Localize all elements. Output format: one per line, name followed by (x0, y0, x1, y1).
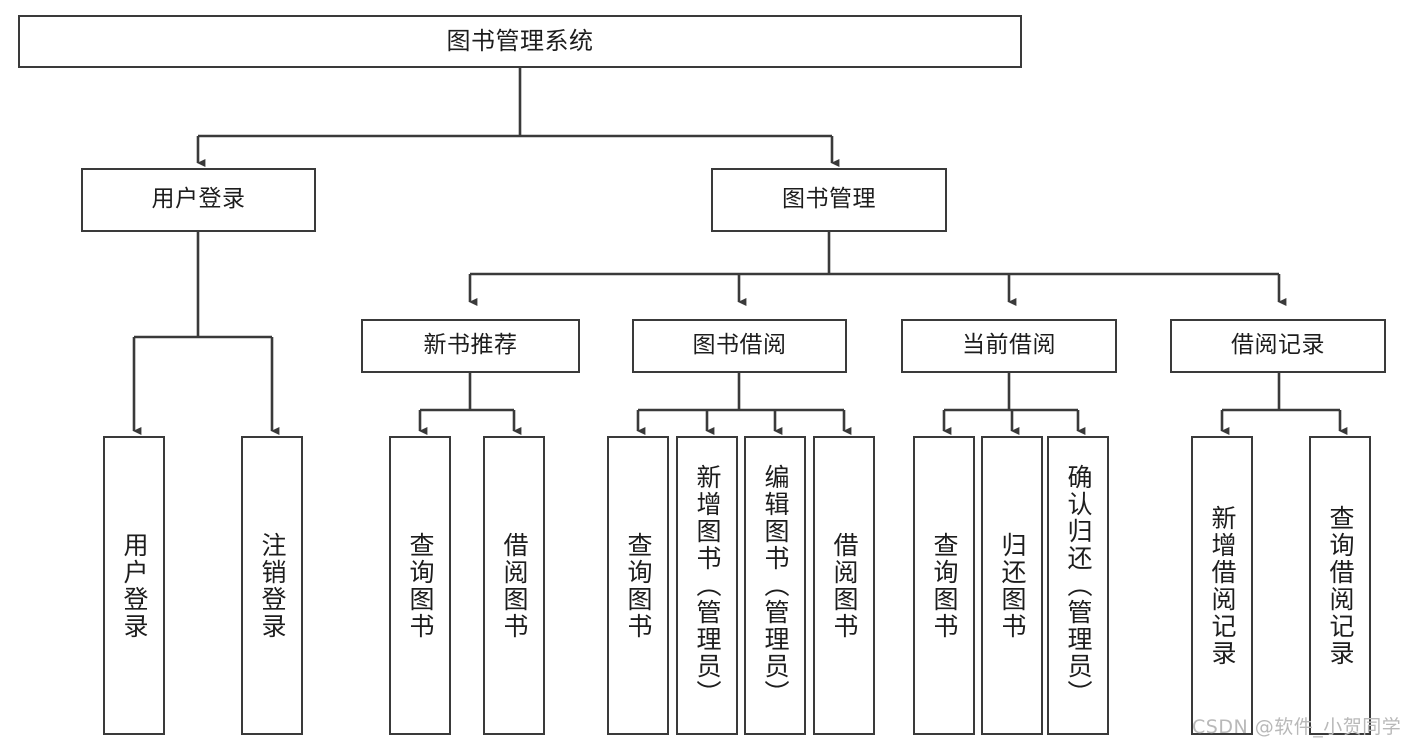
node-label: 借阅记录 (1231, 332, 1325, 359)
node-label: 查询图书 (930, 531, 959, 640)
node-label: 用户登录 (151, 186, 246, 213)
leaf-user-login[interactable]: 用户登录 (103, 436, 165, 735)
leaf-add-borrow-record[interactable]: 新增借阅记录 (1191, 436, 1253, 735)
leaf-add-book-admin[interactable]: 新增图书（管理员） (676, 436, 738, 735)
node-label: 借阅图书 (830, 531, 859, 640)
leaf-confirm-return-admin[interactable]: 确认归还（管理员） (1047, 436, 1109, 735)
node-label: 当前借阅 (962, 332, 1056, 359)
node-label: 归还图书 (998, 531, 1027, 640)
node-label: 确认归还（管理员） (1064, 464, 1093, 707)
leaf-query-book-new[interactable]: 查询图书 (389, 436, 451, 735)
node-label: 图书借阅 (692, 332, 787, 359)
leaf-logout[interactable]: 注销登录 (241, 436, 303, 735)
node-user-login[interactable]: 用户登录 (81, 168, 316, 232)
node-root-system[interactable]: 图书管理系统 (18, 15, 1022, 68)
node-book-borrow[interactable]: 图书借阅 (632, 319, 847, 373)
node-label: 查询借阅记录 (1326, 504, 1355, 667)
node-new-book-recommend[interactable]: 新书推荐 (361, 319, 580, 373)
leaf-query-borrow-record[interactable]: 查询借阅记录 (1309, 436, 1371, 735)
leaf-return-book[interactable]: 归还图书 (981, 436, 1043, 735)
node-label: 新书推荐 (423, 332, 518, 359)
node-label: 图书管理系统 (446, 27, 594, 56)
node-label: 用户登录 (120, 531, 149, 640)
leaf-query-book-borrow[interactable]: 查询图书 (607, 436, 669, 735)
node-label: 借阅图书 (500, 531, 529, 640)
leaf-borrow-book[interactable]: 借阅图书 (813, 436, 875, 735)
node-label: 编辑图书（管理员） (761, 464, 790, 707)
node-book-management[interactable]: 图书管理 (711, 168, 947, 232)
node-label: 图书管理 (782, 186, 876, 213)
leaf-borrow-book-new[interactable]: 借阅图书 (483, 436, 545, 735)
node-current-borrow[interactable]: 当前借阅 (901, 319, 1117, 373)
node-label: 注销登录 (258, 531, 287, 640)
node-label: 查询图书 (406, 531, 435, 640)
csdn-watermark: CSDN @软件_小贺同学 (1192, 716, 1402, 738)
node-label: 查询图书 (624, 531, 653, 640)
node-borrow-record[interactable]: 借阅记录 (1170, 319, 1386, 373)
node-label: 新增图书（管理员） (693, 464, 722, 707)
node-label: 新增借阅记录 (1208, 504, 1237, 667)
leaf-edit-book-admin[interactable]: 编辑图书（管理员） (744, 436, 806, 735)
leaf-query-book-current[interactable]: 查询图书 (913, 436, 975, 735)
